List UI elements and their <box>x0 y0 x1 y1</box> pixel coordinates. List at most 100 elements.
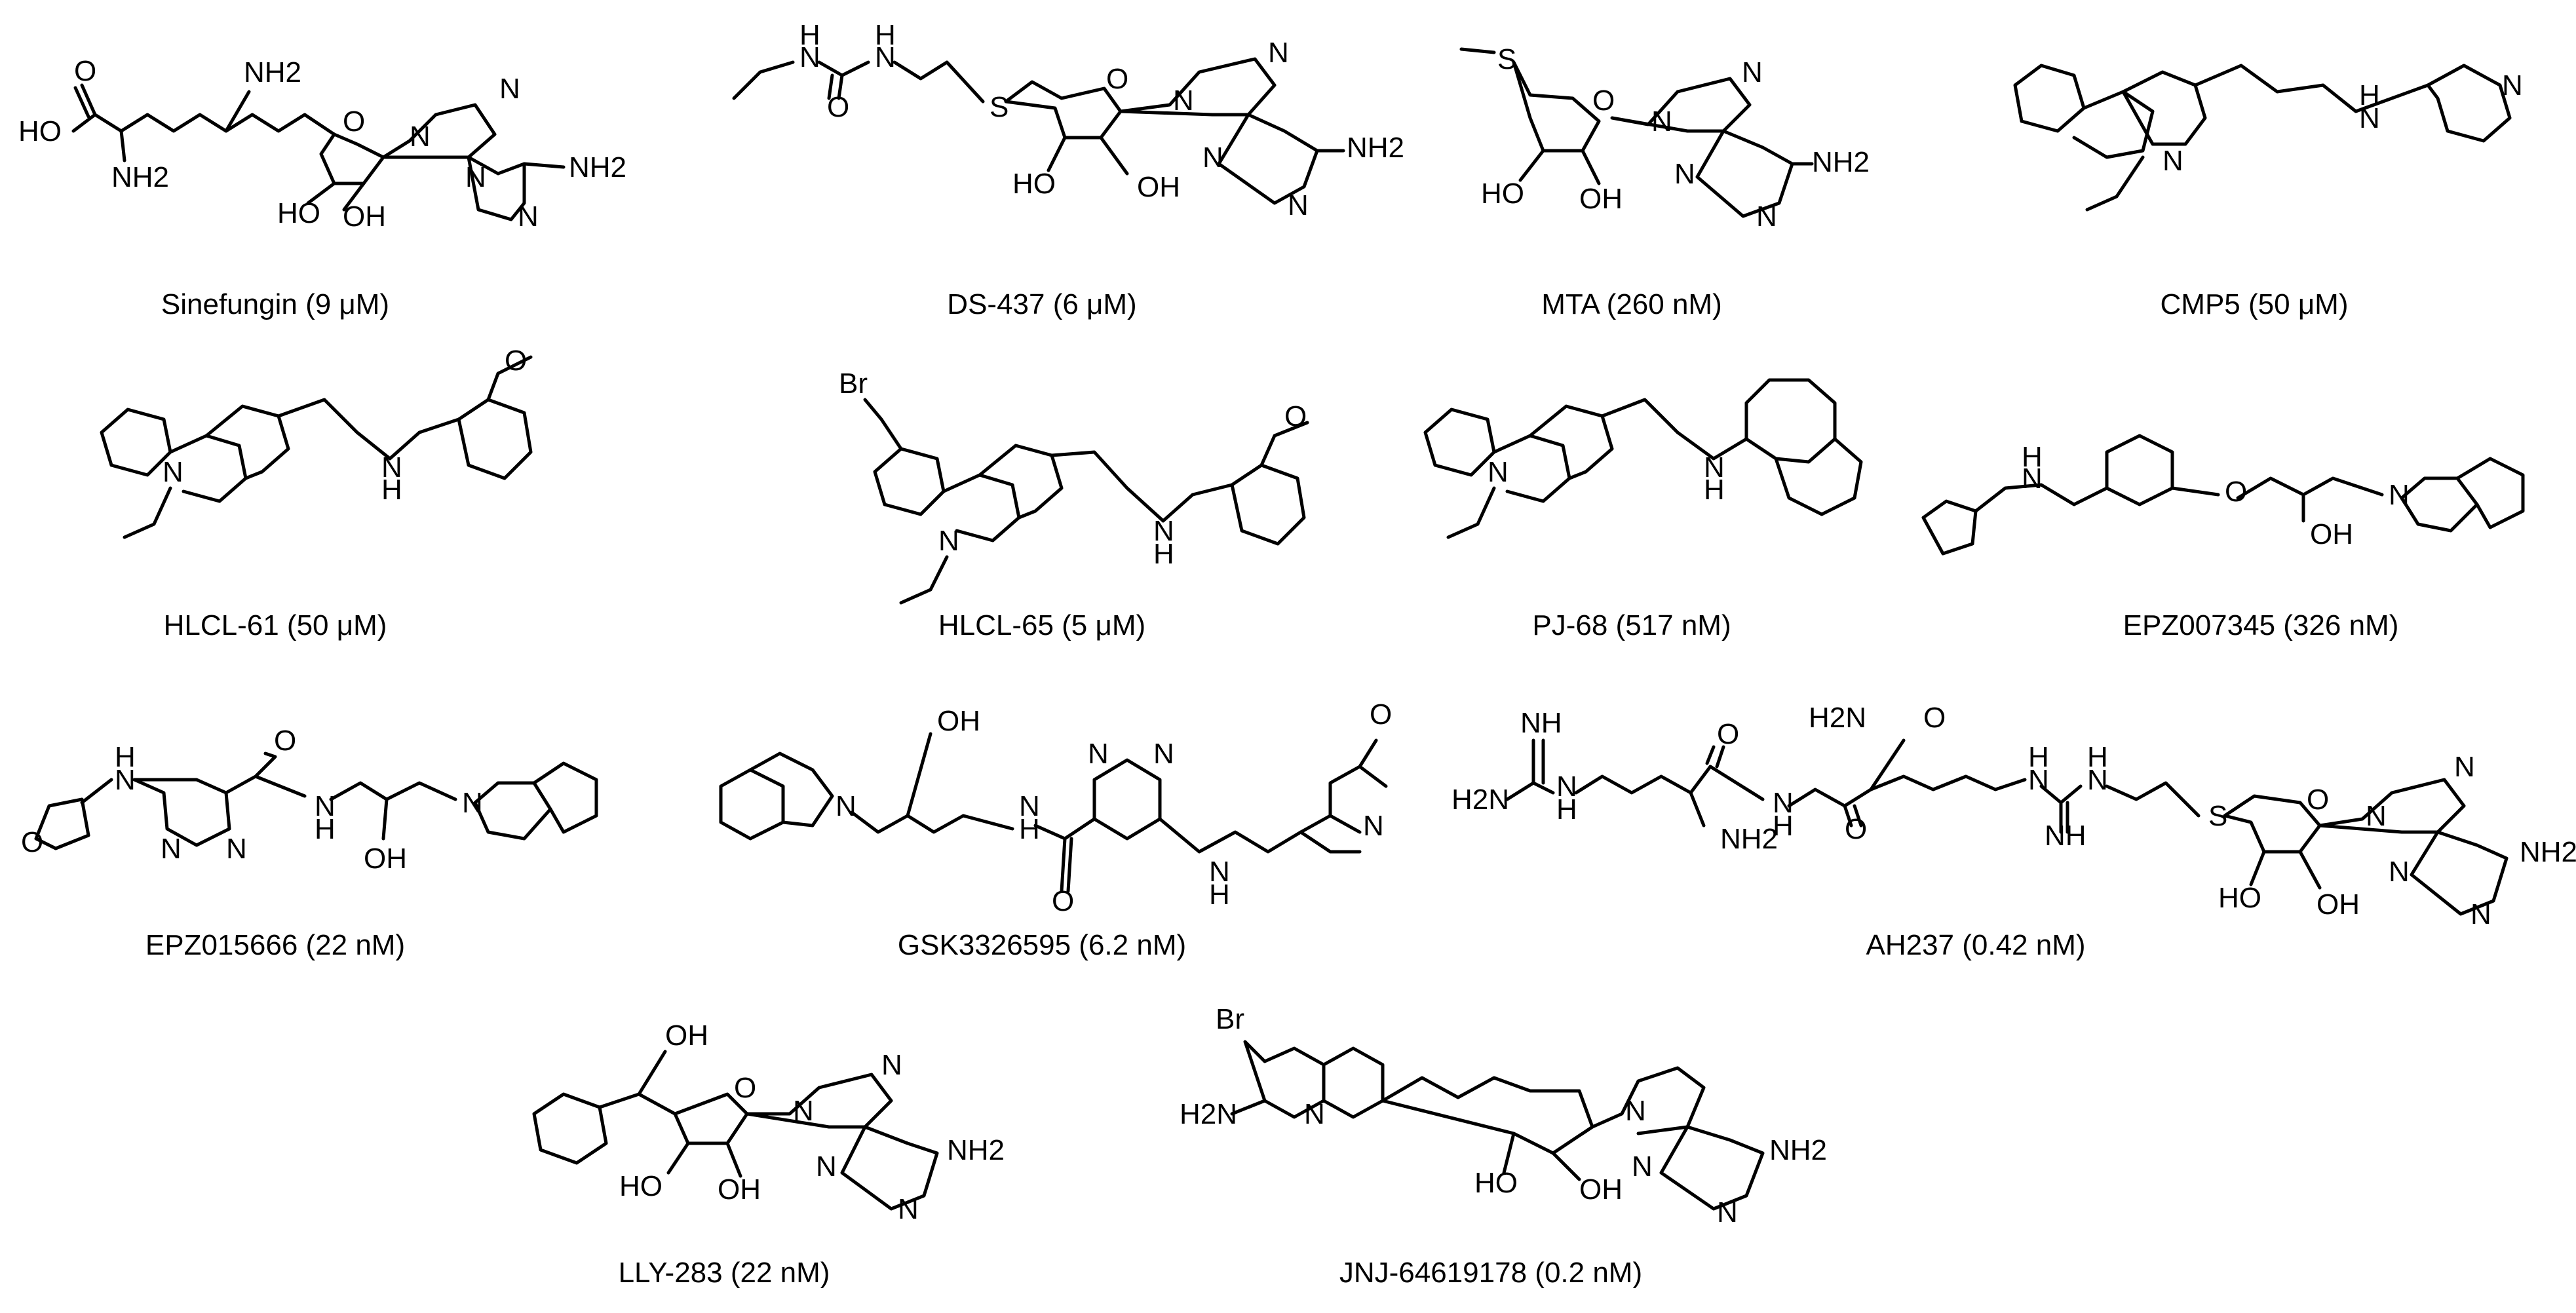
svg-text:HO: HO <box>2218 882 2261 914</box>
svg-text:H2N: H2N <box>1451 784 1509 816</box>
svg-text:OH: OH <box>1579 1173 1623 1206</box>
svg-text:O: O <box>74 55 96 87</box>
svg-text:OH: OH <box>1579 183 1623 215</box>
svg-text:N: N <box>2389 856 2410 888</box>
caption-epz007345: EPZ007345 (326 nM) <box>2123 609 2399 641</box>
svg-text:N: N <box>226 833 247 865</box>
structure-epz007345: H N O OH N <box>1921 434 2525 556</box>
svg-text:N: N <box>161 833 182 865</box>
svg-text:N: N <box>1202 142 1223 174</box>
svg-text:NH2: NH2 <box>947 1134 1005 1166</box>
svg-text:H: H <box>1019 813 1040 845</box>
svg-text:OH: OH <box>937 705 980 737</box>
svg-text:N: N <box>2087 764 2108 796</box>
svg-text:O: O <box>1106 63 1128 95</box>
svg-text:N: N <box>816 1151 837 1183</box>
svg-text:N: N <box>2022 463 2043 495</box>
structure-sinefungin: HO O NH2 NH2 O HO OH N N N N NH2 <box>18 55 626 233</box>
svg-text:N: N <box>881 1049 902 1081</box>
svg-text:N: N <box>1674 158 1695 190</box>
svg-text:Br: Br <box>1216 1003 1244 1035</box>
svg-text:NH2: NH2 <box>1347 132 1404 164</box>
structure-jnj-64619178: Br H2N N HO OH N N N NH2 <box>1180 1003 1827 1228</box>
svg-text:NH2: NH2 <box>1812 146 1870 178</box>
structure-pj-68: N N H <box>1423 378 1863 539</box>
svg-text:H2N: H2N <box>1809 702 1866 734</box>
svg-text:NH2: NH2 <box>2520 836 2576 868</box>
svg-text:N: N <box>1488 456 1509 488</box>
svg-text:H: H <box>799 19 820 51</box>
svg-text:N: N <box>1019 790 1040 822</box>
svg-text:N: N <box>875 41 896 73</box>
svg-text:O: O <box>274 725 296 757</box>
caption-cmp5: CMP5 (50 μM) <box>2160 288 2349 320</box>
caption-epz015666: EPZ015666 (22 nM) <box>145 929 406 961</box>
structure-hlcl-65: Br N N H O <box>839 368 1309 605</box>
svg-text:OH: OH <box>1137 171 1180 203</box>
svg-text:N: N <box>1268 37 1289 69</box>
svg-text:NH2: NH2 <box>111 161 169 193</box>
caption-lly-283: LLY-283 (22 nM) <box>618 1257 830 1289</box>
svg-text:O: O <box>2307 784 2329 816</box>
svg-text:H: H <box>2087 741 2108 773</box>
svg-text:O: O <box>343 105 365 138</box>
svg-text:H: H <box>315 813 336 845</box>
svg-text:NH2: NH2 <box>1720 823 1778 855</box>
svg-text:HO: HO <box>1481 178 1524 210</box>
svg-text:S: S <box>990 91 1009 123</box>
structure-mta: S O HO OH N N N N NH2 <box>1459 43 1870 233</box>
svg-text:N: N <box>1742 56 1763 88</box>
svg-text:N: N <box>315 790 336 822</box>
svg-text:H2N: H2N <box>1180 1098 1237 1130</box>
caption-hlcl-61: HLCL-61 (50 μM) <box>163 609 387 641</box>
svg-text:NH: NH <box>2045 820 2086 852</box>
svg-text:S: S <box>1497 43 1516 75</box>
svg-text:H: H <box>1773 810 1794 842</box>
svg-text:N: N <box>836 790 856 822</box>
svg-text:N: N <box>115 764 136 796</box>
structure-cmp5: N H N N <box>2013 64 2523 212</box>
caption-gsk3326595: GSK3326595 (6.2 nM) <box>897 929 1187 961</box>
svg-text:OH: OH <box>364 843 407 875</box>
svg-text:N: N <box>1556 771 1577 803</box>
svg-text:N: N <box>2163 145 2183 177</box>
structure-ah237: NH H2N N H O NH2 N H H2N O O H N H N NH … <box>1451 702 2576 930</box>
caption-ah237: AH237 (0.42 nM) <box>1866 929 2086 961</box>
svg-text:O: O <box>734 1072 756 1104</box>
structure-hlcl-61: N N H O <box>100 345 533 539</box>
svg-text:OH: OH <box>2310 518 2353 550</box>
structure-lly-283: OH O HO OH N N N N NH2 <box>532 1019 1005 1225</box>
svg-text:O: O <box>1717 718 1739 750</box>
svg-text:OH: OH <box>665 1019 708 1052</box>
caption-ds-437: DS-437 (6 μM) <box>947 288 1137 320</box>
svg-text:N: N <box>499 73 520 105</box>
svg-text:N: N <box>163 456 183 488</box>
structure-gsk3326595: N OH N H O N N N H N O <box>719 698 1392 917</box>
structure-ds-437: H N H N O S O HO OH N N N N NH2 <box>732 19 1404 221</box>
svg-text:N: N <box>1632 1151 1653 1183</box>
svg-text:H: H <box>1556 793 1577 826</box>
svg-text:H: H <box>2022 441 2043 473</box>
svg-text:O: O <box>1923 702 1946 734</box>
svg-text:H: H <box>875 19 896 51</box>
svg-text:NH2: NH2 <box>244 56 301 88</box>
svg-text:N: N <box>2454 751 2475 783</box>
svg-text:NH2: NH2 <box>1769 1134 1827 1166</box>
svg-text:N: N <box>1363 810 1384 842</box>
svg-text:H: H <box>381 474 402 506</box>
svg-text:H: H <box>1153 538 1174 570</box>
svg-text:HO: HO <box>277 197 320 229</box>
svg-text:NH2: NH2 <box>569 151 626 183</box>
svg-text:Br: Br <box>839 368 868 400</box>
svg-text:O: O <box>2225 476 2247 508</box>
svg-text:HO: HO <box>1012 168 1056 200</box>
caption-pj-68: PJ-68 (517 nM) <box>1532 609 1731 641</box>
svg-text:O: O <box>1370 698 1392 731</box>
svg-text:N: N <box>799 41 820 73</box>
svg-text:H: H <box>115 741 136 773</box>
svg-text:O: O <box>1592 85 1615 117</box>
caption-jnj-64619178: JNJ-64619178 (0.2 nM) <box>1339 1257 1643 1289</box>
caption-mta: MTA (260 nM) <box>1541 288 1722 320</box>
caption-hlcl-65: HLCL-65 (5 μM) <box>938 609 1146 641</box>
